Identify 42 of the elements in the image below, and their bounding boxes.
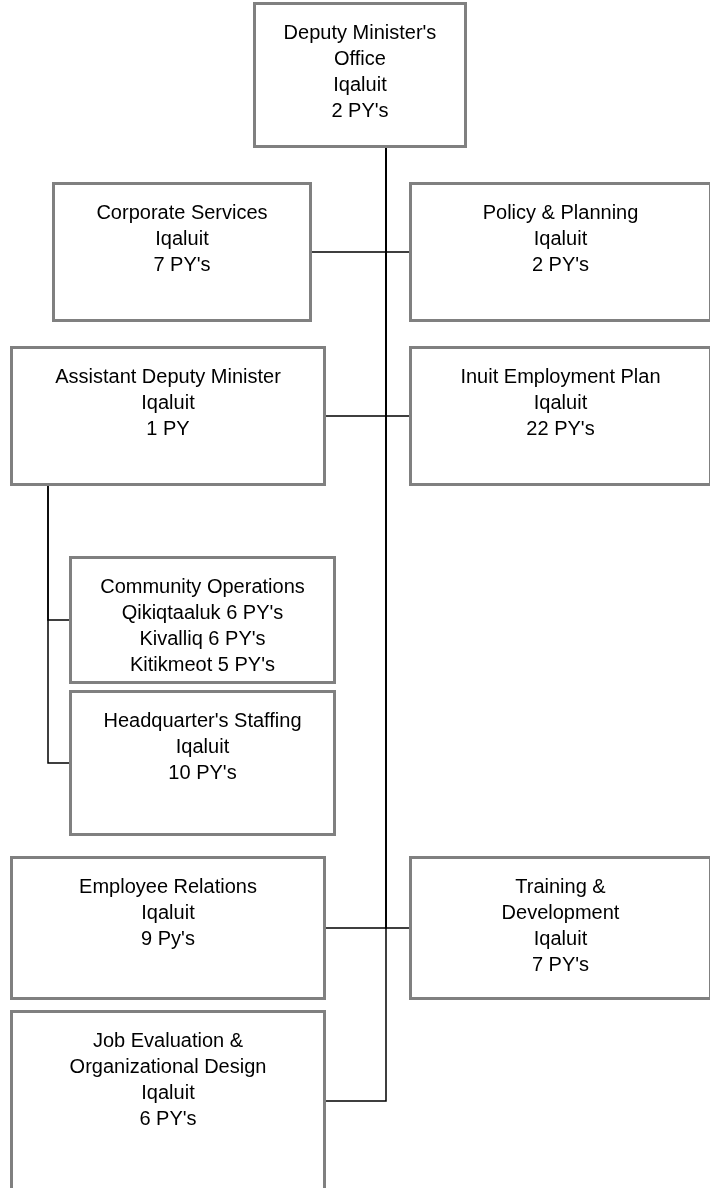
org-unit-box <box>69 556 336 684</box>
unit-name: Employee Relations <box>79 874 257 899</box>
unit-detail: Iqaluit <box>533 226 588 251</box>
org-unit-box <box>10 1010 326 1188</box>
org-unit-box <box>69 690 336 836</box>
unit-detail: 9 Py's <box>141 926 195 951</box>
connector-line <box>47 485 70 764</box>
unit-name: Assistant Deputy Minister <box>55 364 281 389</box>
unit-name: Job Evaluation & Organizational Design <box>68 1028 268 1079</box>
org-unit-box <box>10 856 326 1000</box>
unit-detail: 22 PY's <box>526 416 595 441</box>
unit-name: Community Operations <box>100 574 305 599</box>
unit-detail: Iqaluit <box>141 900 195 925</box>
unit-detail: Iqaluit <box>333 72 387 97</box>
unit-name: Deputy Minister's Office <box>282 20 438 71</box>
unit-name: Headquarter's Staffing <box>103 708 302 733</box>
org-unit-box <box>409 182 710 322</box>
unit-name: Inuit Employment Plan <box>460 364 661 389</box>
unit-detail: Iqaluit <box>141 390 195 415</box>
unit-detail: 2 PY's <box>331 98 389 123</box>
unit-detail: Iqaluit <box>155 226 209 251</box>
org-unit-box <box>409 856 710 1000</box>
unit-detail: Qikiqtaaluk 6 PY's <box>121 600 284 625</box>
unit-detail: 7 PY's <box>531 952 590 977</box>
unit-detail: Iqaluit <box>533 390 588 415</box>
unit-detail: 6 PY's <box>139 1106 197 1131</box>
unit-detail: 2 PY's <box>531 252 590 277</box>
org-unit-box <box>253 2 467 148</box>
unit-detail: Iqaluit <box>175 734 230 759</box>
unit-name: Policy & Planning <box>482 200 639 225</box>
unit-detail: Kitikmeot 5 PY's <box>130 652 275 677</box>
org-unit-box <box>409 346 710 486</box>
unit-detail: Kivalliq 6 PY's <box>139 626 266 651</box>
unit-detail: Iqaluit <box>141 1080 195 1105</box>
unit-detail: 7 PY's <box>153 252 211 277</box>
unit-detail: 10 PY's <box>168 760 237 785</box>
unit-name: Training & Development <box>500 874 621 925</box>
org-unit-box <box>52 182 312 322</box>
unit-detail: Iqaluit <box>533 926 588 951</box>
org-unit-box <box>10 346 326 486</box>
unit-detail: 1 PY <box>146 416 190 441</box>
unit-name: Corporate Services <box>96 200 268 225</box>
